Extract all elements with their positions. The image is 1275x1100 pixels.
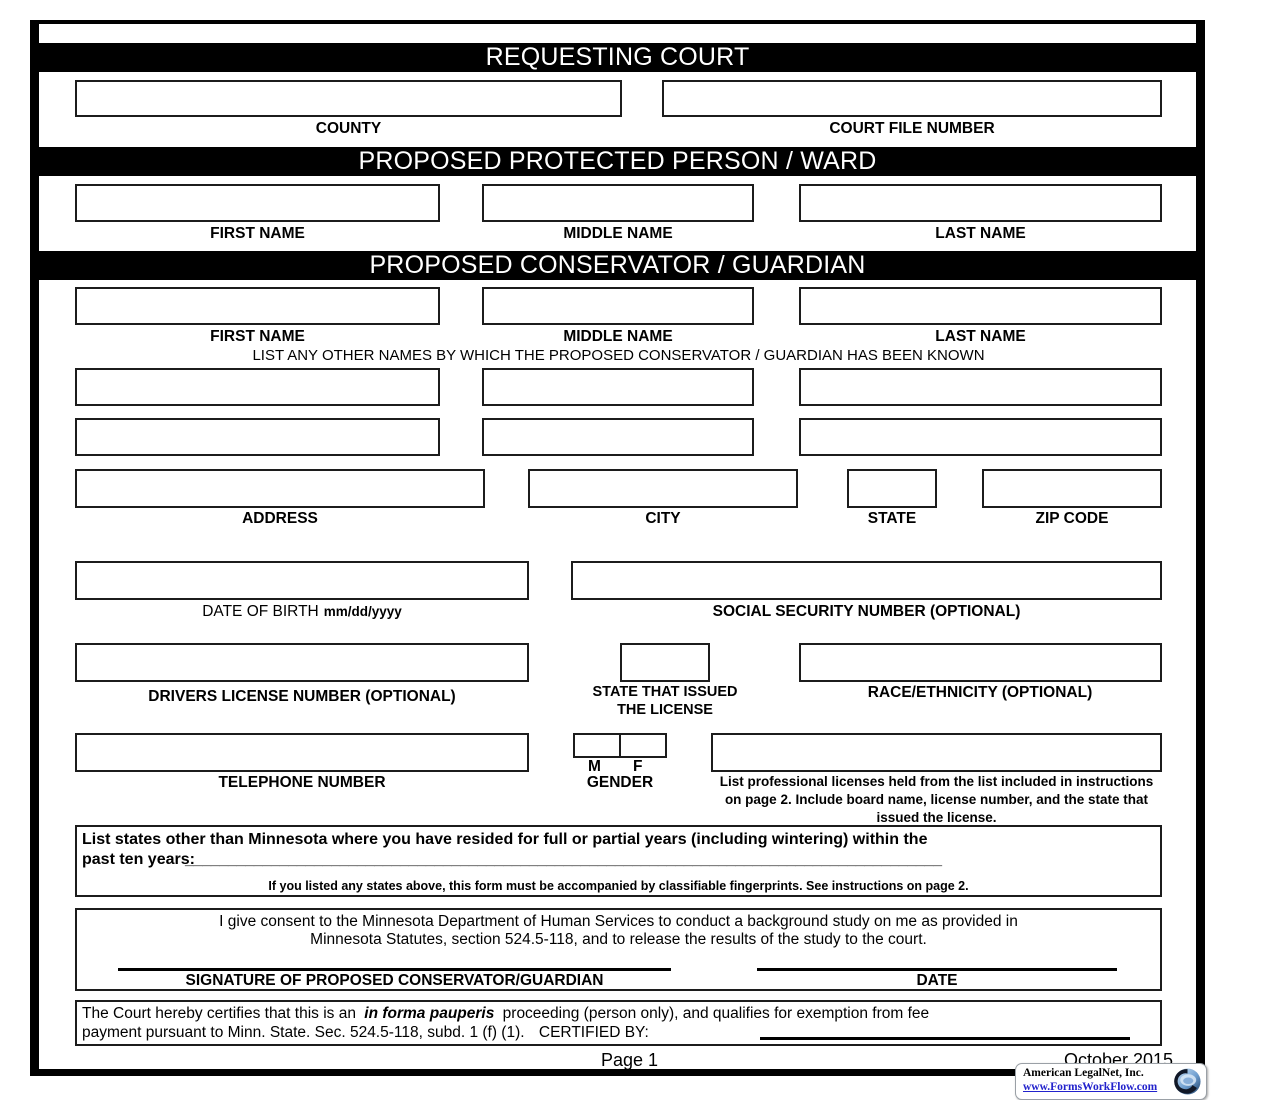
other-name-row-1-last-input[interactable]	[799, 368, 1162, 406]
ward-first-name-label: FIRST NAME	[210, 225, 305, 242]
american-legalnet-badge[interactable]: American LegalNet, Inc. www.FormsWorkFlo…	[1015, 1063, 1207, 1100]
date-of-birth-format-hint: mm/dd/yyyy	[323, 604, 402, 619]
telephone-number-input[interactable]	[75, 733, 529, 772]
residency-prompt-line1: List states other than Minnesota where y…	[82, 831, 928, 848]
date-of-birth-input[interactable]	[75, 561, 529, 600]
date-of-birth-label: DATE OF BIRTH mm/dd/yyyy	[75, 603, 529, 620]
state-input[interactable]	[847, 469, 937, 508]
date-of-birth-label-text: DATE OF BIRTH	[202, 603, 319, 620]
other-names-instruction: LIST ANY OTHER NAMES BY WHICH THE PROPOS…	[252, 347, 985, 364]
race-ethnicity-label: RACE/ETHNICITY (OPTIONAL)	[867, 684, 1093, 701]
zip-code-label: ZIP CODE	[1035, 510, 1109, 527]
court-file-number-input[interactable]	[662, 80, 1162, 117]
page-frame	[30, 20, 1205, 1073]
license-issuing-state-label-line2: THE LICENSE	[617, 702, 713, 718]
page-frame-bottom-rule	[30, 1069, 1205, 1076]
professional-licenses-note: List professional licenses held from the…	[719, 774, 1154, 825]
consent-paragraph-line2: Minnesota Statutes, section 524.5-118, a…	[310, 931, 927, 948]
gender-option-female-label: F	[633, 758, 643, 775]
conservator-middle-name-label: MIDDLE NAME	[563, 328, 673, 345]
consent-block	[75, 908, 1162, 991]
conservator-first-name-input[interactable]	[75, 287, 440, 325]
ward-middle-name-input[interactable]	[482, 184, 754, 222]
residency-prompt-line2-label: past ten years:	[82, 851, 195, 868]
certified-by-label: CERTIFIED BY:	[538, 1024, 649, 1041]
city-label: CITY	[645, 510, 681, 527]
social-security-number-label: SOCIAL SECURITY NUMBER (OPTIONAL)	[712, 603, 1021, 620]
section-header-requesting-court: REQUESTING COURT	[39, 43, 1196, 72]
legalnet-swirl-icon	[1174, 1068, 1201, 1095]
social-security-number-input[interactable]	[571, 561, 1162, 600]
other-name-row-2-last-input[interactable]	[799, 418, 1162, 456]
license-issuing-state-input[interactable]	[620, 643, 710, 682]
state-label: STATE	[867, 510, 917, 527]
consent-paragraph-line1: I give consent to the Minnesota Departme…	[219, 913, 1018, 930]
ward-last-name-label: LAST NAME	[935, 225, 1026, 242]
footer-page-label: Page 1	[601, 1050, 659, 1070]
drivers-license-number-input[interactable]	[75, 643, 529, 682]
other-name-row-2-first-input[interactable]	[75, 418, 440, 456]
ifp-line1-part1: The Court hereby certifies that this is …	[82, 1005, 356, 1022]
consent-date-line[interactable]	[757, 968, 1117, 971]
ifp-line1-part2: proceeding (person only), and qualifies …	[502, 1005, 930, 1022]
county-label: COUNTY	[315, 120, 382, 137]
gender-option-male-label: M	[588, 758, 601, 775]
gender-label: GENDER	[586, 774, 654, 791]
conservator-last-name-label: LAST NAME	[935, 328, 1026, 345]
race-ethnicity-input[interactable]	[799, 643, 1162, 682]
section-header-protected-person-label: PROPOSED PROTECTED PERSON / WARD	[358, 147, 877, 175]
consent-date-label: DATE	[916, 972, 958, 989]
conservator-last-name-input[interactable]	[799, 287, 1162, 325]
section-header-conservator: PROPOSED CONSERVATOR / GUARDIAN	[39, 251, 1196, 280]
residency-block	[75, 825, 1162, 897]
residency-states-input[interactable]: ________________________________________…	[185, 851, 942, 868]
professional-licenses-input[interactable]	[711, 733, 1162, 772]
residency-footnote: If you listed any states above, this for…	[268, 879, 969, 893]
court-file-number-label: COURT FILE NUMBER	[829, 120, 995, 137]
signature-line[interactable]	[118, 968, 671, 971]
section-header-conservator-label: PROPOSED CONSERVATOR / GUARDIAN	[369, 251, 866, 279]
ifp-line1: The Court hereby certifies that this is …	[82, 1005, 929, 1022]
badge-company-name: American LegalNet, Inc.	[1023, 1067, 1144, 1079]
license-issuing-state-label-line1: STATE THAT ISSUED	[592, 684, 738, 700]
ifp-line1-italic: in forma pauperis	[364, 1005, 495, 1022]
other-name-row-2-middle-input[interactable]	[482, 418, 754, 456]
ward-last-name-input[interactable]	[799, 184, 1162, 222]
other-name-row-1-first-input[interactable]	[75, 368, 440, 406]
address-input[interactable]	[75, 469, 485, 508]
telephone-number-label: TELEPHONE NUMBER	[218, 774, 386, 791]
certified-by-input-line[interactable]	[760, 1037, 1130, 1040]
city-input[interactable]	[528, 469, 798, 508]
county-input[interactable]	[75, 80, 622, 117]
gender-checkbox-group[interactable]	[573, 733, 667, 758]
conservator-first-name-label: FIRST NAME	[210, 328, 305, 345]
drivers-license-number-label: DRIVERS LICENSE NUMBER (OPTIONAL)	[148, 688, 456, 705]
gender-option-female-checkbox[interactable]	[621, 735, 665, 756]
conservator-middle-name-input[interactable]	[482, 287, 754, 325]
ward-middle-name-label: MIDDLE NAME	[563, 225, 673, 242]
signature-label: SIGNATURE OF PROPOSED CONSERVATOR/GUARDI…	[185, 972, 604, 989]
ifp-line2: payment pursuant to Minn. State. Sec. 52…	[82, 1024, 649, 1041]
other-name-row-1-middle-input[interactable]	[482, 368, 754, 406]
ifp-line2-part1: payment pursuant to Minn. State. Sec. 52…	[82, 1024, 525, 1041]
section-header-requesting-court-label: REQUESTING COURT	[485, 43, 750, 71]
zip-code-input[interactable]	[982, 469, 1162, 508]
address-label: ADDRESS	[242, 510, 318, 527]
section-header-protected-person: PROPOSED PROTECTED PERSON / WARD	[39, 147, 1196, 176]
gender-option-male-checkbox[interactable]	[575, 735, 621, 756]
badge-url-link[interactable]: www.FormsWorkFlow.com	[1023, 1081, 1158, 1093]
ward-first-name-input[interactable]	[75, 184, 440, 222]
